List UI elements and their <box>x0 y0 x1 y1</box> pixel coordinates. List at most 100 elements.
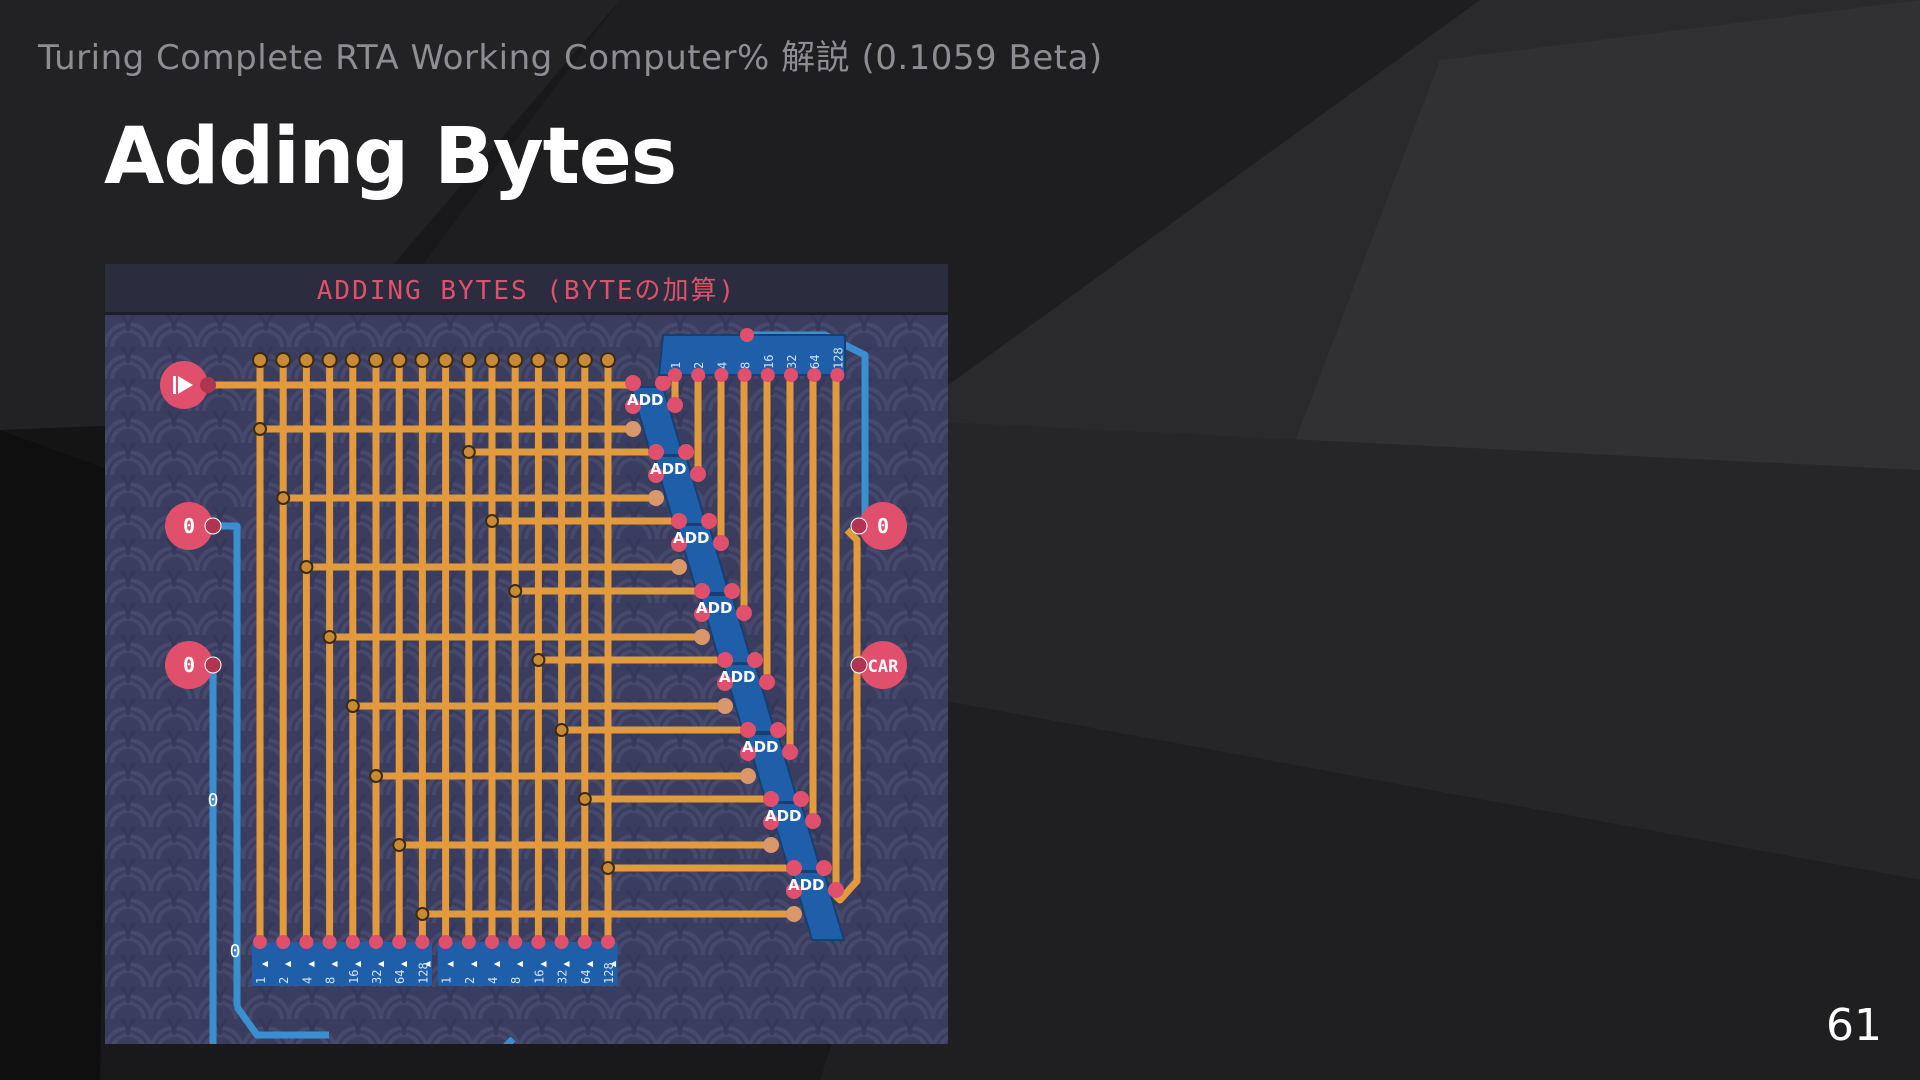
io-pin-connector <box>850 656 868 674</box>
adder-label: ADD <box>765 807 802 825</box>
wire-junction <box>391 352 408 368</box>
adder-output-pin <box>667 397 683 413</box>
splitter-pin <box>392 935 407 949</box>
splitter-pin <box>807 368 822 382</box>
play-icon <box>178 376 193 394</box>
splitter-arrow: ▲ <box>353 960 362 967</box>
splitter-bit-label: 1 <box>440 977 454 984</box>
splitter-bit-label: 1 <box>254 977 268 984</box>
adder-output-pin <box>736 605 752 621</box>
adder-output-pin <box>724 583 740 599</box>
io-pin-label: 0 <box>183 653 195 677</box>
splitter-arrow: ▲ <box>399 960 408 967</box>
adder-output-pin <box>793 791 809 807</box>
splitter-bit-label: 16 <box>347 970 361 984</box>
wire-junction <box>275 352 292 368</box>
adder-label: ADD <box>627 391 664 409</box>
splitter-arrow: ▲ <box>608 960 617 967</box>
splitter-pin <box>668 368 682 382</box>
adder-label: ADD <box>742 738 779 756</box>
splitter-input-pin <box>740 328 754 342</box>
splitter-body <box>252 942 432 986</box>
adder-output-pin <box>759 674 775 690</box>
adder-input-pin <box>763 814 779 830</box>
adder-input-pin <box>694 606 710 622</box>
wire-junction <box>577 792 592 806</box>
splitter-pin <box>714 368 729 382</box>
adder-component: ADD <box>694 583 754 664</box>
splitter-pin <box>438 935 453 949</box>
wire-junction <box>276 491 291 505</box>
splitter-pin <box>784 368 798 382</box>
adder-component: ADD <box>671 513 731 594</box>
wire-junction <box>298 352 315 368</box>
splitter-bit-label: 32 <box>556 970 570 984</box>
wire-junction <box>508 584 523 598</box>
splitter-bit-label: 64 <box>808 355 822 369</box>
adder-output-pin <box>701 513 717 529</box>
adder-carry-pin <box>763 837 779 853</box>
splitter-arrow: ▲ <box>330 960 339 967</box>
splitter-pin <box>737 368 752 382</box>
splitter-arrow: ▲ <box>562 960 571 967</box>
wire-junction <box>601 861 615 875</box>
splitter-arrow: ▲ <box>469 960 478 967</box>
io-pin-connector <box>204 517 222 535</box>
splitter-arrow: ▲ <box>492 960 501 967</box>
adder-input-pin <box>786 860 802 876</box>
splitter-pin <box>461 935 476 949</box>
splitter-bit-label: 4 <box>300 977 314 984</box>
splitter-pin <box>369 935 383 949</box>
adder-carry-pin <box>625 421 641 437</box>
splitter-pin <box>531 935 546 949</box>
adder-component: ADD <box>786 860 846 941</box>
adder-input-pin <box>671 513 687 529</box>
slide-title: Adding Bytes <box>104 112 677 202</box>
splitter-arrow: ▲ <box>585 960 594 967</box>
adder-carry-pin <box>671 559 687 575</box>
splitter-bit-label: 1 <box>669 362 683 369</box>
splitter-bit-label: 2 <box>692 362 706 369</box>
splitter-bit-label: 2 <box>463 977 477 984</box>
splitter-bit-label: 2 <box>277 977 291 984</box>
play-icon-bar <box>173 376 176 394</box>
splitter-pin <box>322 935 337 949</box>
wire-junction <box>253 422 267 436</box>
adder-carry-pin <box>717 698 733 714</box>
adder-output-pin <box>678 444 694 460</box>
adder-output-pin <box>655 375 671 391</box>
enable-pin <box>160 361 216 409</box>
wire-junction <box>460 352 477 368</box>
splitter-arrow: ▲ <box>422 960 431 967</box>
wire-junction <box>437 352 454 368</box>
wire-junction <box>600 352 616 368</box>
adder-input-pin <box>671 536 687 552</box>
wire-junction <box>369 769 383 783</box>
adder-carry-pin <box>740 768 756 784</box>
adder-input-pin <box>625 398 641 414</box>
splitter-bit-label: 64 <box>393 970 407 984</box>
wire-junction <box>485 514 499 528</box>
adder-output-pin <box>828 882 844 898</box>
splitter-arrow: ▲ <box>283 960 292 967</box>
wire-junction <box>345 699 360 713</box>
io-pin-body <box>165 502 213 550</box>
wire-junction <box>507 352 524 368</box>
splitter-bit-label: 16 <box>762 355 776 369</box>
splitter-bit-label: 128 <box>831 347 845 369</box>
junctions <box>252 352 616 921</box>
adder-input-pin <box>786 883 802 899</box>
wire-junction <box>392 838 407 852</box>
adder-input-pin <box>740 745 756 761</box>
wire-value-label: 0 <box>208 790 219 811</box>
adder-input-pin <box>717 652 733 668</box>
splitter-arrow: ▲ <box>260 960 269 967</box>
circuit-board[interactable]: ADDADDADDADDADDADDADDADD▲1▲2▲4▲8▲16▲32▲6… <box>105 315 948 1044</box>
adder-input-pin <box>648 444 664 460</box>
io-pin-body <box>165 641 213 689</box>
adder-carry-pin <box>694 629 710 645</box>
level-title: ADDING BYTES (BYTEの加算) <box>316 275 737 306</box>
wire-value-label: 0 <box>230 941 241 962</box>
adder-output-pin <box>805 813 821 829</box>
